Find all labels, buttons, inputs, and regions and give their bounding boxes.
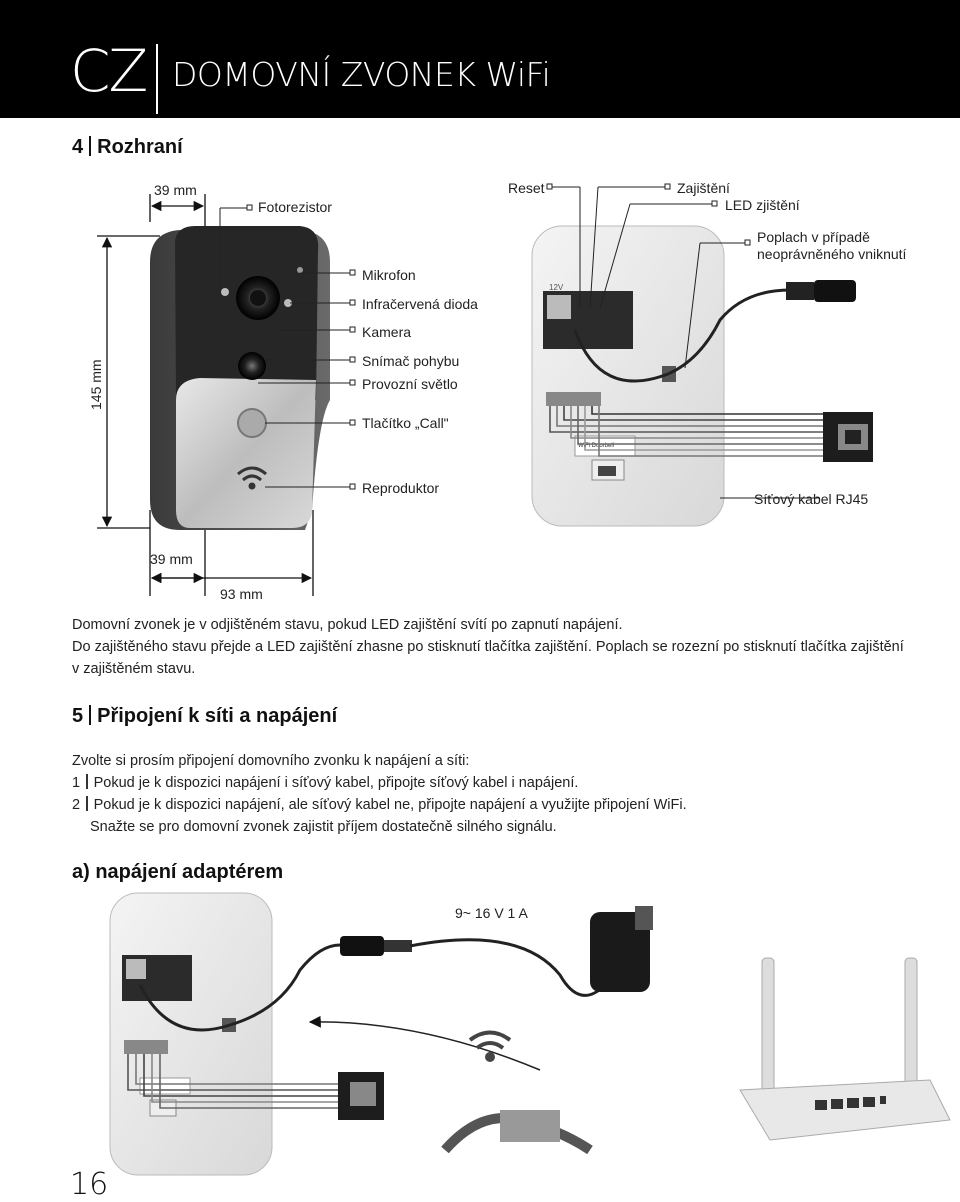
device-label-print: WiFi Doorbell [578,443,614,449]
language-code: CZ [70,37,148,105]
page-header: CZ DOMOVNÍ ZVONEK WiFi [0,0,960,118]
wifi-signal-icon [468,1030,512,1062]
dimension-width-top: 39 mm [154,182,197,198]
photoresistor-label: Fotorezistor [258,199,332,215]
router-image [739,957,951,1141]
option-1: 1 Pokud je k dispozici napájení i síťový … [72,772,932,794]
lock-label: Zajištění [677,180,730,196]
section-5-note: Snažte se pro domovní zvonek zajistit př… [90,819,557,835]
alarm-label-line1: Poplach v případě [757,229,870,245]
section-5-body: Zvolte si prosím připojení domovního zvo… [72,750,932,838]
header-title: DOMOVNÍ ZVONEK WiFi [172,55,551,94]
list-bar [86,774,88,789]
alarm-label-line2: neoprávněného vniknutí [757,246,907,262]
motion-sensor [238,352,266,380]
title-bar [89,705,92,725]
section-5-intro: Zvolte si prosím připojení domovního zvo… [72,753,470,769]
speaker-label: Reproduktor [362,480,440,496]
page-number: 16 [70,1167,109,1202]
description-line: v zajištěném stavu. [72,661,196,677]
speaker-wifi-icon [237,466,267,490]
option-number: 2 [72,797,81,813]
motion-sensor-label: Snímač pohybu [362,353,460,369]
call-button [237,408,267,438]
section-4-description: Domovní zvonek je v odjištěném stavu, po… [72,614,932,680]
dimension-height: 145 mm [88,359,104,410]
section-4-title: 4 Rozhraní [72,136,183,157]
section-4-number: 4 [72,136,84,158]
section-5-title: 5 Připojení k síti a napájení [72,705,337,726]
network-cable-label: Síťový kabel RJ45 [754,491,869,507]
section-4-heading: Rozhraní [97,136,183,158]
call-button-label: Tlačítko „Call" [362,415,449,431]
dimension-lines [97,194,314,596]
description-line: Domovní zvonek je v odjištěném stavu, po… [72,617,623,633]
doorbell-back-view: 12V WiFi Doorbell [531,225,873,527]
section-5-heading: Připojení k síti a napájení [97,705,338,727]
camera-label: Kamera [362,324,412,340]
doorbell-front-view [150,226,330,530]
title-bar [89,136,92,156]
microphone-label: Mikrofon [362,267,416,283]
option-text: Pokud je k dispozici napájení i síťový k… [93,775,579,791]
option-text: Pokud je k dispozici napájení, ale síťov… [93,797,687,813]
led-lock-label: LED zjištění [725,197,800,213]
callout-lines-back [552,186,820,499]
description-line: Do zajištěného stavu přejde a LED zajišt… [72,639,904,655]
option-2: 2 Pokud je k dispozici napájení, ale síťo… [72,794,932,816]
dimension-width-bottom: 93 mm [220,586,263,602]
network-wires [549,406,825,457]
option-number: 1 [72,775,81,791]
adapter-connection-illustration [109,892,951,1176]
adapter-spec-label: 9~ 16 V 1 A [455,905,528,921]
section-5-number: 5 [72,705,84,727]
list-bar [86,796,88,811]
dimension-depth: 39 mm [150,551,193,567]
ir-diode-label: Infračervená dioda [362,296,478,312]
reset-label: Reset [508,180,545,196]
voltage-print: 12V [549,283,564,292]
subsection-a-title: a) napájení adaptérem [72,861,284,883]
header-divider [156,44,158,114]
callout-lines-front [219,207,350,488]
operation-light-label: Provozní světlo [362,376,458,392]
